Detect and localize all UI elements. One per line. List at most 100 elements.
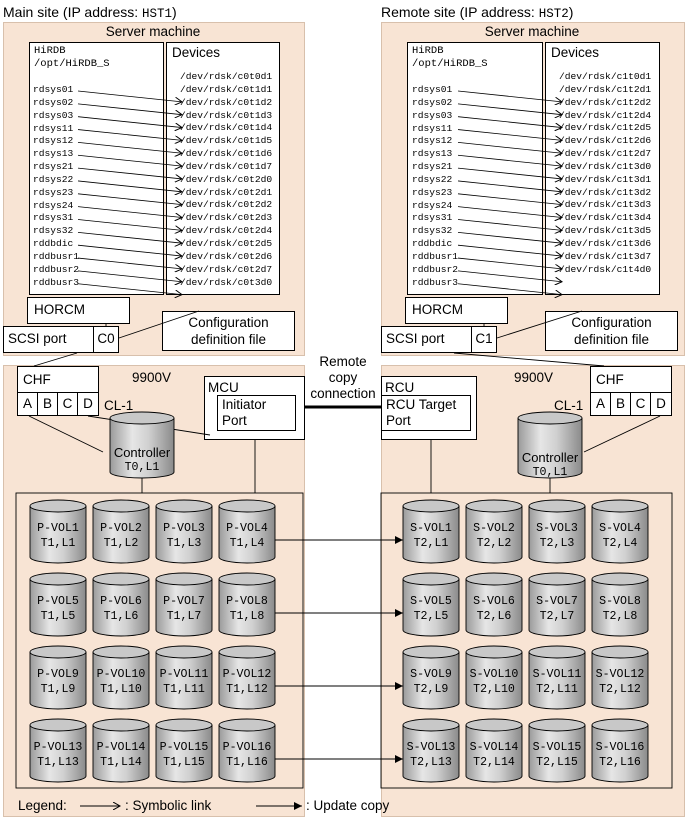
main-site-title: Main site (IP address: HST1) <box>3 4 177 21</box>
main-vol-14-top <box>92 718 150 732</box>
remote-symbolic-link-12 <box>457 244 562 256</box>
main-hirdb-label: HiRDB /opt/HiRDB_S <box>34 45 110 70</box>
remote-rdsys-item-13: rddbusr1 <box>412 250 459 262</box>
main-rdsys-item-8: rdsys23 <box>33 186 74 198</box>
remote-vol-2-body <box>465 506 523 564</box>
main-vol-16-top <box>218 718 276 732</box>
remote-vol-13-body <box>402 725 460 783</box>
remote-vol-16-body <box>591 725 649 783</box>
remote-controller-cylinder <box>517 411 583 479</box>
main-symbolic-link-15 <box>77 283 182 295</box>
main-device-item-16: /dev/rdsk/c0t3d0 <box>180 276 273 288</box>
main-rdsys-item-12: rddbdic <box>33 238 74 250</box>
main-vol-1-body <box>29 506 87 564</box>
remote-cl-label: CL-1 <box>554 398 584 413</box>
main-rdsys-item-0: rdsys01 <box>33 84 74 95</box>
main-vol-11-top <box>155 645 213 659</box>
remote-symbolic-link-2 <box>457 116 562 128</box>
remote-device-item-8: /dev/rdsk/c1t3d1 <box>559 173 652 185</box>
remote-symbolic-link-5 <box>457 154 562 166</box>
remote-device-item-10: /dev/rdsk/c1t3d3 <box>559 199 652 211</box>
main-scsi-port-box: SCSI port <box>3 326 94 353</box>
remote-volume-group <box>380 492 673 789</box>
main-chf-a-to-ctrl <box>28 415 104 453</box>
remote-vol-13-top <box>402 718 460 732</box>
remote-symbolic-link-9 <box>457 206 562 218</box>
remote-device-item-4: /dev/rdsk/c1t2d5 <box>559 122 652 134</box>
remote-symbolic-link-15 <box>457 283 562 295</box>
remote-symbolic-link-4 <box>457 142 562 153</box>
remote-config-file: Configuration definition file <box>545 311 678 351</box>
remote-vol-11-top <box>528 645 586 659</box>
remote-vol-16-top <box>591 718 649 732</box>
remote-symbolic-link-3 <box>457 129 562 141</box>
remote-rdsys-item-11: rdsys32 <box>412 225 453 237</box>
remote-device-item-14: /dev/rdsk/c1t3d7 <box>559 250 652 262</box>
main-rdsys-item-11: rdsys32 <box>33 225 74 237</box>
remote-device-item-5: /dev/rdsk/c1t2d6 <box>559 135 652 147</box>
remote-device-item-13: /dev/rdsk/c1t3d6 <box>559 237 652 249</box>
remote-chf-d-to-ctrl <box>583 415 661 453</box>
initiator-port-box: Initiator Port <box>217 395 296 431</box>
remote-vol-3-body <box>528 506 586 564</box>
remote-vol-3-top <box>528 499 586 513</box>
legend-label: Legend: <box>18 798 67 813</box>
remote-vol-11 <box>528 645 586 710</box>
remote-scsi-port-box: SCSI port <box>381 326 472 353</box>
main-device-item-10: /dev/rdsk/c0t2d2 <box>180 199 273 211</box>
main-vol-16-body <box>218 725 276 783</box>
remote-device-item-1: /dev/rdsk/c1t2d1 <box>559 83 652 95</box>
remote-rdsys-item-5: rdsys13 <box>412 148 453 160</box>
remote-vol-4-body <box>591 506 649 564</box>
main-device-item-8: /dev/rdsk/c0t2d0 <box>180 173 273 185</box>
remote-vol-8 <box>591 572 649 637</box>
main-vol-5-top <box>29 572 87 586</box>
main-device-item-13: /dev/rdsk/c0t2d5 <box>180 237 273 249</box>
remote-rdsys-item-3: rdsys11 <box>412 122 453 134</box>
main-vol-13 <box>29 718 87 783</box>
main-rdsys-item-14: rddbusr2 <box>33 263 80 275</box>
remote-vol-12-top <box>591 645 649 659</box>
remote-chf-box: CHF <box>590 366 672 393</box>
main-rdsys-item-9: rdsys24 <box>33 199 74 211</box>
remote-vol-15 <box>528 718 586 783</box>
main-devices-box <box>166 42 280 295</box>
main-vol-8-top <box>218 572 276 586</box>
main-vol-6-body <box>92 579 150 637</box>
remote-rdsys-item-1: rdsys02 <box>412 96 453 108</box>
remote-symbolic-link-1 <box>457 103 562 115</box>
main-vol-3-body <box>155 506 213 564</box>
main-storage-label: 9900V <box>132 370 172 385</box>
remote-device-item-7: /dev/rdsk/c1t3d0 <box>559 160 652 172</box>
main-symbolic-link-6 <box>77 167 182 179</box>
main-cl-label: CL-1 <box>104 398 134 413</box>
main-symbolic-link-11 <box>77 231 182 243</box>
main-vol-8 <box>218 572 276 637</box>
main-vol-8-body <box>218 579 276 637</box>
remote-vol-12 <box>591 645 649 710</box>
remote-vol-8-top <box>591 572 649 586</box>
main-rdsys-item-4: rdsys12 <box>33 135 74 147</box>
main-vol-15-top <box>155 718 213 732</box>
main-rdsys-item-7: rdsys22 <box>33 173 74 185</box>
remote-vol-1 <box>402 499 460 564</box>
main-device-item-11: /dev/rdsk/c0t2d3 <box>180 212 273 224</box>
main-vol-9 <box>29 645 87 710</box>
main-device-item-5: /dev/rdsk/c0t1d5 <box>180 135 273 147</box>
remote-device-item-3: /dev/rdsk/c1t2d4 <box>559 109 652 121</box>
remote-host-name: HST2 <box>538 7 569 21</box>
main-device-item-1: /dev/rdsk/c0t1d1 <box>180 83 273 95</box>
main-vol-11-body <box>155 652 213 710</box>
main-symbolic-link-7 <box>77 180 182 192</box>
remote-vol-15-body <box>528 725 586 783</box>
main-vol-1 <box>29 499 87 564</box>
main-rdsys-item-3: rdsys11 <box>33 122 74 134</box>
main-server-label: Server machine <box>105 24 201 39</box>
